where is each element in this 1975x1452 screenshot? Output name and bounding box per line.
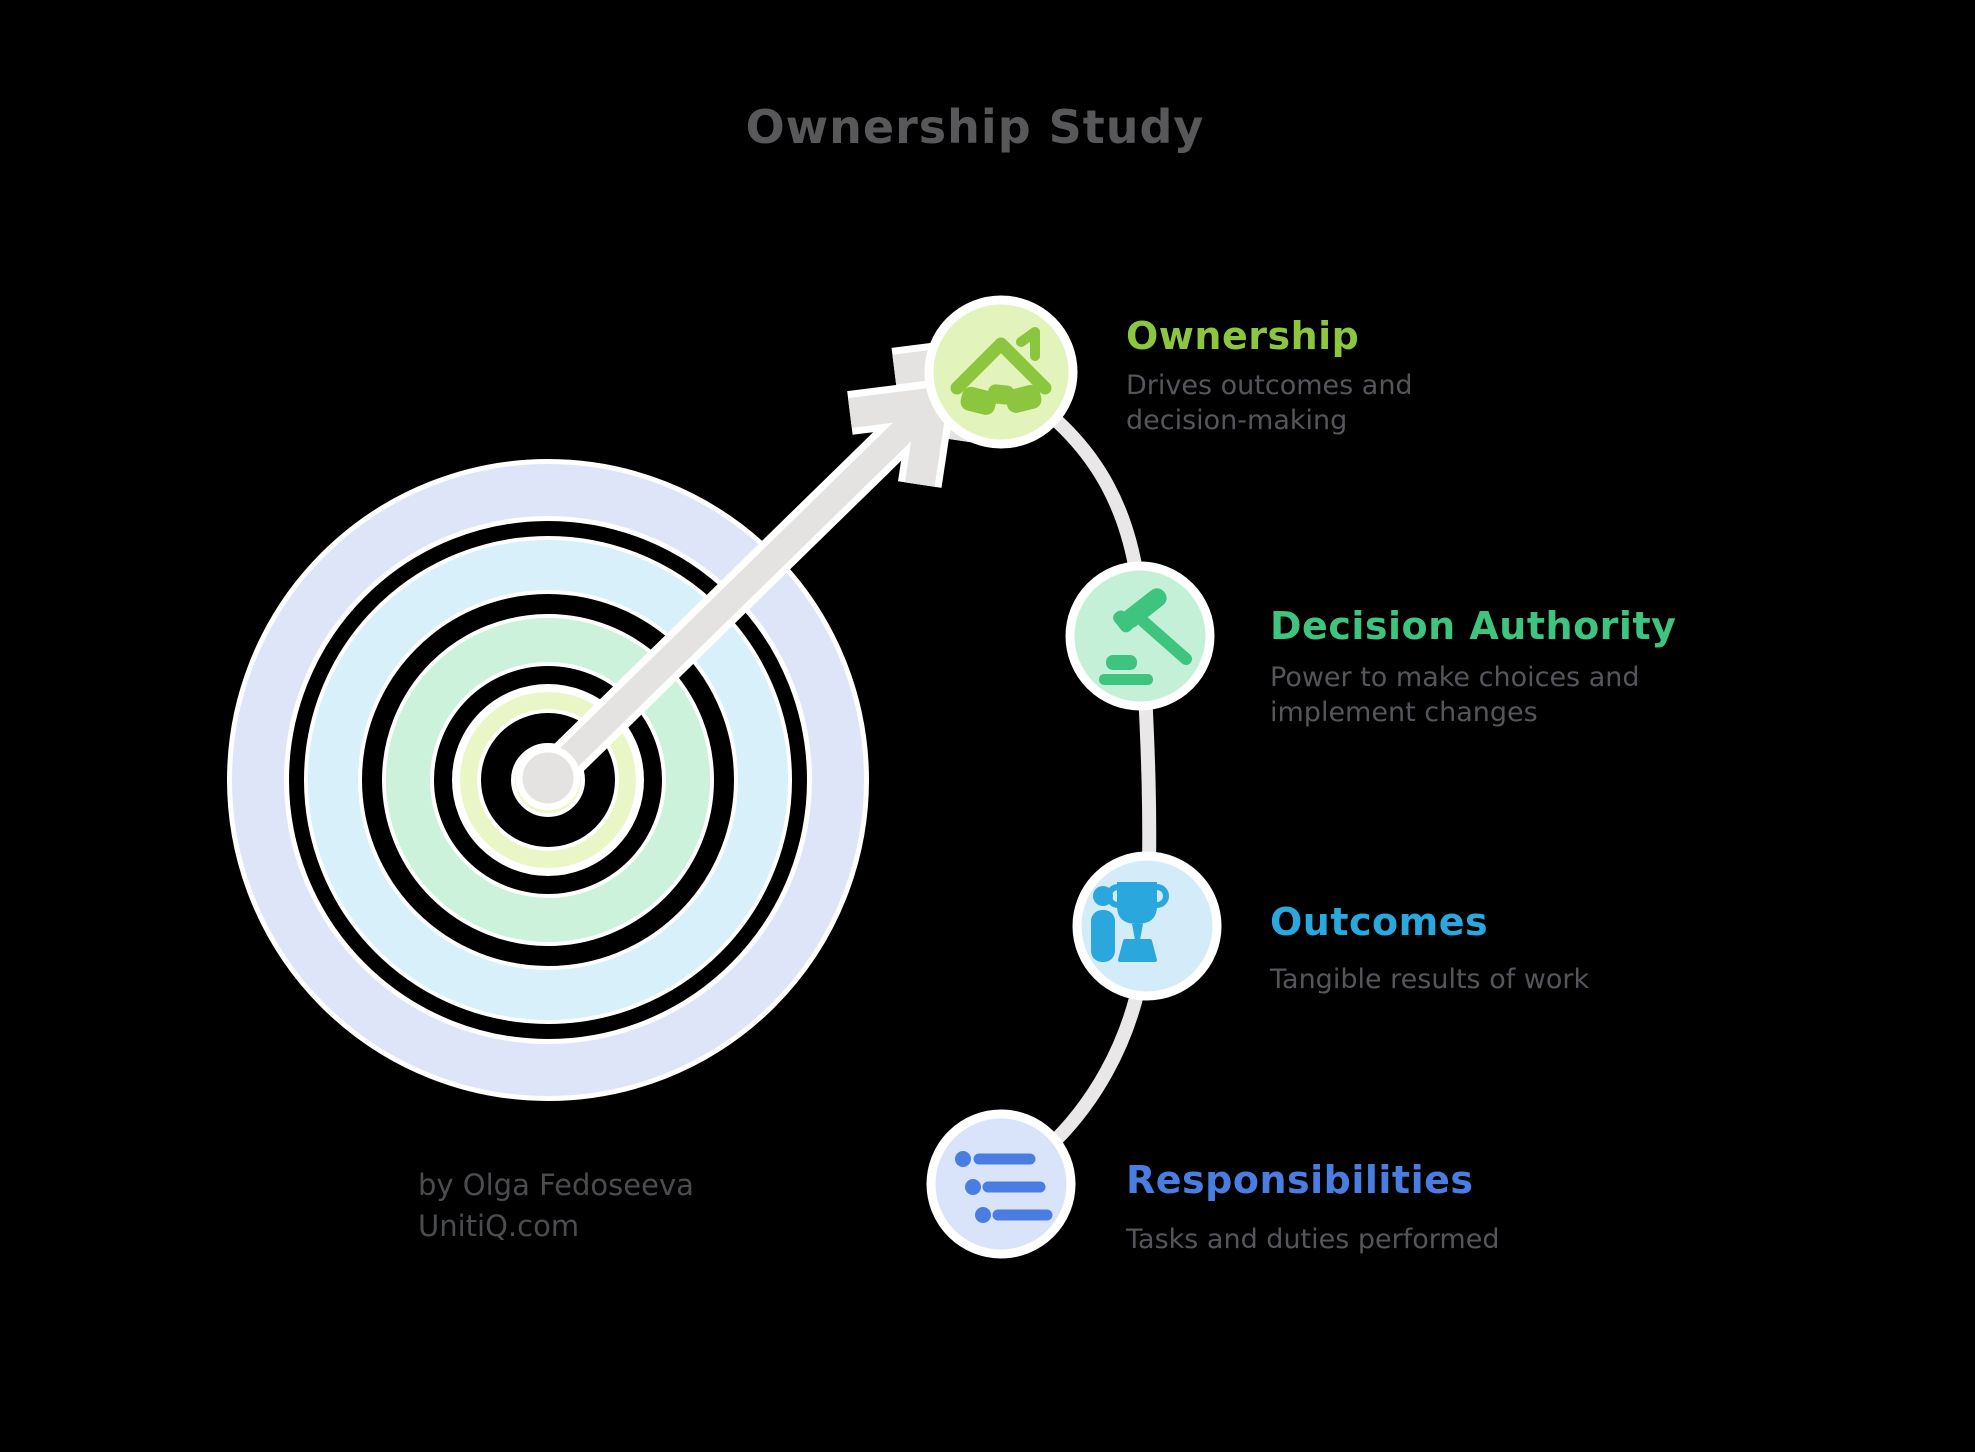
page-title: Ownership Study xyxy=(745,100,1205,154)
list-icon xyxy=(955,1151,1053,1223)
target-second-ring xyxy=(308,540,788,1020)
node-label-responsibilities: Responsibilities xyxy=(1126,1158,1474,1202)
target-illustration xyxy=(227,459,869,1101)
node-description-decision-authority: Power to make choices and implement chan… xyxy=(1270,662,1640,728)
connector-curve xyxy=(994,373,1157,1191)
target-outer-ring xyxy=(232,464,864,1096)
target-inner-ring xyxy=(481,713,615,847)
node-circle-responsibilities xyxy=(926,1109,1076,1259)
person-trophy-icon xyxy=(1091,882,1169,962)
node-circle-decision-authority xyxy=(1065,561,1215,711)
arrow-shaft xyxy=(535,419,915,791)
arrow-impact-dot xyxy=(515,745,581,811)
node-circle-outcomes xyxy=(1072,851,1222,1001)
attribution-site: UnitiQ.com xyxy=(418,1209,580,1243)
attribution: by Olga Fedoseeva UnitiQ.com xyxy=(418,1165,694,1247)
node-label-outcomes: Outcomes xyxy=(1270,900,1489,944)
node-description-responsibilities: Tasks and duties performed xyxy=(1126,1224,1500,1255)
node-label-ownership: Ownership xyxy=(1126,314,1360,358)
node-circle-ownership xyxy=(924,295,1078,449)
gavel-icon xyxy=(1099,588,1192,685)
attribution-author: by Olga Fedoseeva xyxy=(418,1168,694,1202)
target-third-ring xyxy=(386,618,710,942)
node-description-outcomes: Tangible results of work xyxy=(1270,964,1590,995)
house-handshake-icon xyxy=(950,327,1052,415)
node-label-decision-authority: Decision Authority xyxy=(1270,604,1677,648)
node-description-ownership: Drives outcomes and decision-making xyxy=(1126,370,1413,436)
